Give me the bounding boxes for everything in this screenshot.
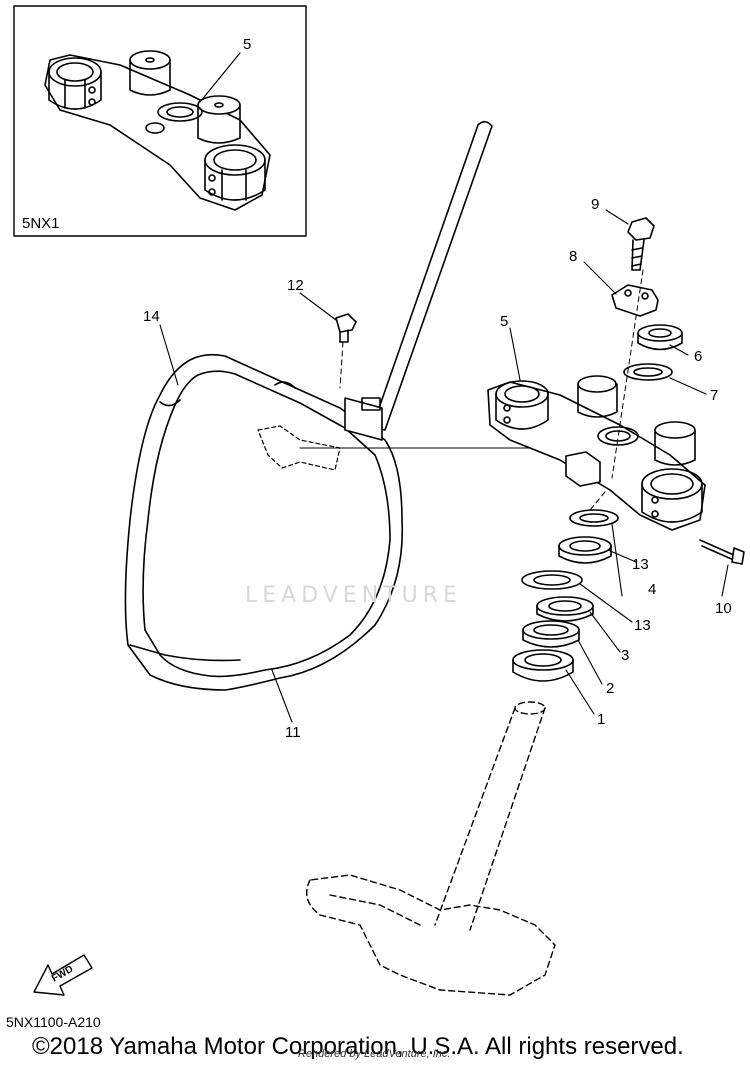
fwd-arrow-icon [33,954,93,996]
callout-1: 1 [597,711,605,728]
callout-8: 8 [569,248,577,265]
bolt-9-drawing [627,217,655,271]
inset-upper-bracket-drawing [44,50,271,211]
spacer-drawing [565,451,601,487]
callout-6: 6 [694,348,702,365]
callout-7: 7 [710,387,718,404]
callout-11: 11 [285,724,301,741]
bolt-10-drawing [699,539,745,565]
washer-13a-drawing [569,509,619,527]
inset-box [13,5,307,237]
copyright-notice: ©2018 Yamaha Motor Corporation, U.S.A. A… [32,1033,684,1060]
upper-bracket-drawing [487,375,706,531]
rendered-by-notice: Rendered by LeadVenture, Inc. [298,1048,451,1060]
race-2-drawing [522,620,580,648]
clamp-8-drawing [611,284,659,317]
bolt-12-drawing [335,313,357,343]
callout-14: 14 [143,308,160,325]
leader-lines [159,209,729,723]
callout-13b: 13 [634,617,651,634]
callout-4: 4 [648,581,656,598]
number-plate-drawing [124,120,567,691]
callout-10: 10 [715,600,732,617]
diagram-code: 5NX1100-A210 [6,1014,101,1030]
callout-13a: 13 [632,556,649,573]
bearing-1-drawing [512,649,574,682]
callout-9: 9 [591,196,599,213]
watermark: LEADVENTURE [245,583,462,608]
washer-13b-drawing [521,570,583,590]
inset-callout-5: 5 [243,36,251,53]
callout-12: 12 [287,277,304,294]
washer-7-drawing [623,363,673,381]
callout-3: 3 [621,647,629,664]
callout-5: 5 [500,313,508,330]
callout-2: 2 [606,680,614,697]
steering-stem-drawing [306,701,556,996]
inset-label: 5NX1 [22,215,60,232]
collar-6-drawing [637,324,683,351]
nut-4-drawing [558,536,612,564]
seal-3-drawing [536,596,594,622]
